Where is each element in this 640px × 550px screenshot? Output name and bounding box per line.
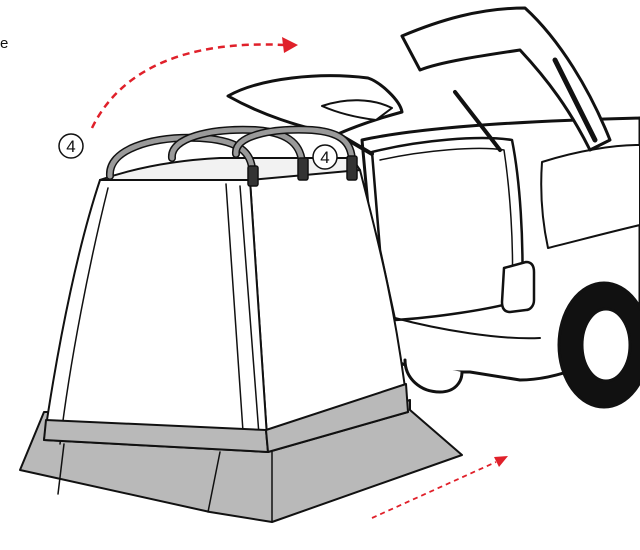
ground-sheet-seam-1 bbox=[57, 443, 65, 495]
tent-front-panel-left bbox=[59, 187, 109, 445]
motion-arrow-top-head bbox=[282, 37, 298, 53]
step-marker-right: 4 bbox=[312, 144, 338, 170]
inner-wheel bbox=[403, 358, 464, 394]
tent-straps bbox=[247, 155, 358, 187]
vehicle bbox=[226, 6, 640, 409]
motion-arrow-bottom bbox=[371, 461, 497, 519]
motion-arrows bbox=[90, 37, 508, 519]
tent-side-panel bbox=[239, 185, 261, 449]
taillight bbox=[500, 260, 536, 314]
tailgate bbox=[226, 74, 404, 136]
edge-text: e bbox=[0, 35, 8, 52]
tailgate-strut-upper bbox=[552, 57, 598, 143]
strap-3 bbox=[346, 155, 358, 181]
rear-bumper bbox=[394, 317, 541, 340]
tailgate-window bbox=[321, 99, 393, 121]
motion-arrow-bottom-head bbox=[494, 456, 508, 467]
tent-skirt-side bbox=[265, 383, 409, 453]
rear-wheel bbox=[557, 281, 640, 409]
step-marker-right-number: 4 bbox=[320, 148, 329, 167]
rear-door-opening-inner bbox=[379, 147, 514, 293]
ground-sheet-seam-2 bbox=[207, 451, 221, 513]
tailgate-upper bbox=[400, 6, 612, 152]
tent-poles bbox=[106, 125, 356, 180]
rear-door-opening bbox=[370, 136, 524, 322]
tailgate-strut-right bbox=[453, 90, 502, 152]
tent-front-panel-right bbox=[225, 183, 245, 447]
strap-2 bbox=[297, 157, 309, 181]
step-marker-left: 4 bbox=[58, 133, 84, 159]
step-marker-left-number: 4 bbox=[66, 137, 75, 156]
motion-arrow-top bbox=[90, 43, 286, 129]
strap-1 bbox=[247, 165, 259, 187]
